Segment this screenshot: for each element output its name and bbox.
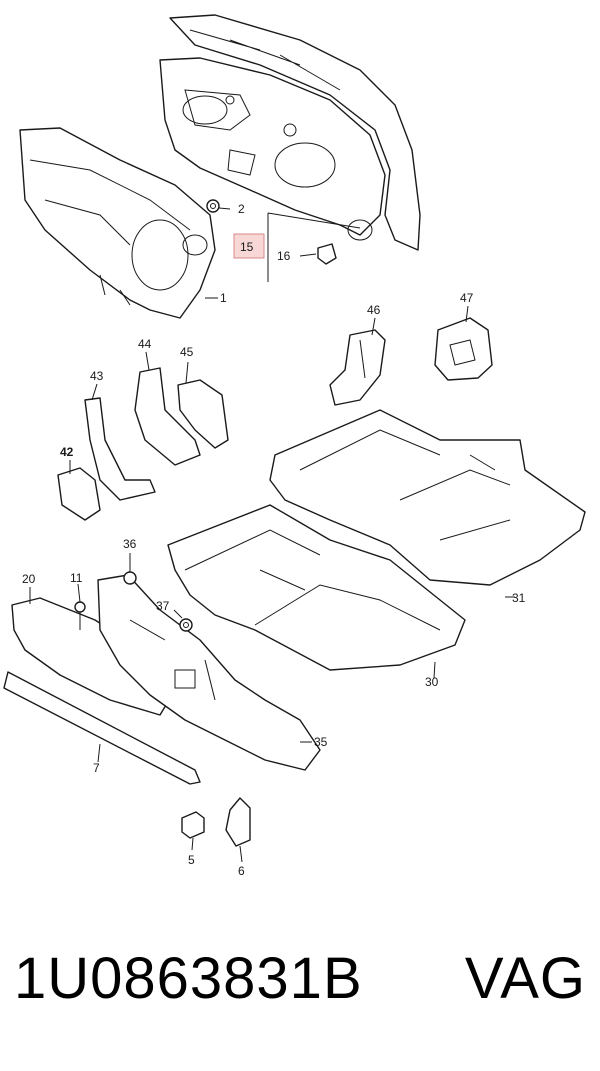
part-2-clip xyxy=(206,199,220,213)
part-number: 1U0863831B xyxy=(14,946,363,1011)
callout-6: 6 xyxy=(238,864,245,878)
callout-30: 30 xyxy=(425,675,439,689)
part-31-rear-carpet xyxy=(269,409,586,586)
part-20-strip xyxy=(11,597,176,716)
callout-labels: 1 2 15 16 46 47 44 45 43 42 36 20 11 37 … xyxy=(22,202,526,878)
part-16-clip xyxy=(317,243,337,265)
part-7-strip xyxy=(3,671,201,785)
callout-46: 46 xyxy=(367,303,381,317)
callout-20: 20 xyxy=(22,572,36,586)
callout-5: 5 xyxy=(188,853,195,867)
callout-15: 15 xyxy=(240,240,254,254)
callout-7: 7 xyxy=(93,761,100,775)
callout-42: 42 xyxy=(60,445,74,459)
callout-47: 47 xyxy=(460,291,474,305)
part-1-insulation xyxy=(19,127,216,319)
callout-45: 45 xyxy=(180,345,194,359)
callout-36: 36 xyxy=(123,537,137,551)
parts-diagram: 1 2 15 16 46 47 44 45 43 42 36 20 11 37 … xyxy=(3,14,586,878)
part-36-clip xyxy=(123,571,137,585)
callout-1: 1 xyxy=(220,291,227,305)
part-5-block xyxy=(181,811,205,839)
part-45 xyxy=(177,379,229,449)
part-44 xyxy=(134,367,201,466)
callout-15-highlight xyxy=(233,233,265,259)
part-43 xyxy=(84,397,156,501)
part-42 xyxy=(57,467,101,521)
callout-11: 11 xyxy=(70,571,83,585)
part-11-screw xyxy=(74,601,86,630)
leader-lines xyxy=(29,207,515,863)
callout-16: 16 xyxy=(277,249,291,263)
callout-31: 31 xyxy=(512,591,526,605)
brand-name: VAG xyxy=(464,946,586,1011)
part-37-clip xyxy=(179,618,193,632)
callout-37: 37 xyxy=(156,599,170,613)
part-15-panel xyxy=(159,14,421,251)
part-6-bracket xyxy=(225,797,251,847)
part-30-front-carpet xyxy=(167,504,466,671)
callout-43: 43 xyxy=(90,369,104,383)
part-46 xyxy=(329,329,386,406)
part-47 xyxy=(434,317,493,381)
footer: 1U0863831B VAG xyxy=(0,945,600,1035)
callout-35: 35 xyxy=(314,735,328,749)
callout-44: 44 xyxy=(138,337,152,351)
callout-2: 2 xyxy=(238,202,245,216)
